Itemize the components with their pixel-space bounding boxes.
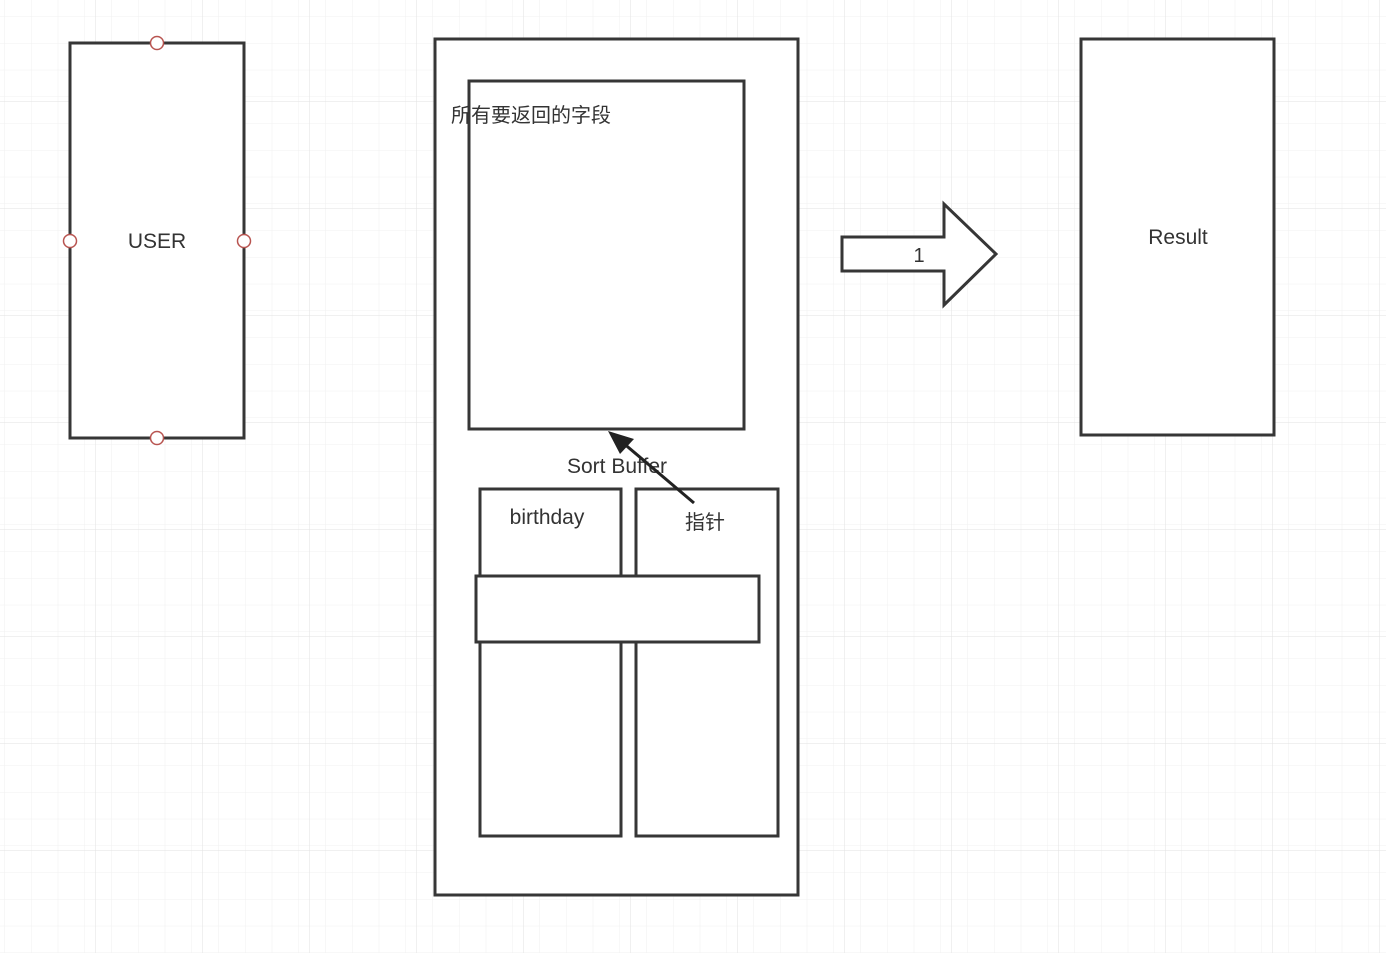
user-label: USER (128, 230, 186, 253)
pointer-label: 指针 (685, 511, 725, 534)
fields-label: 所有要返回的字段 (451, 104, 611, 127)
pointer-column[interactable]: 指针 (634, 487, 780, 838)
flow-arrow-label: 1 (913, 245, 924, 267)
fields-box[interactable]: 所有要返回的字段 (451, 79, 746, 431)
connection-handles[interactable] (62, 35, 252, 446)
birthday-label: birthday (510, 506, 585, 529)
result-label: Result (1148, 226, 1208, 249)
handle-right[interactable] (236, 233, 252, 249)
handle-top[interactable] (149, 35, 165, 51)
pointer-arrow-connector[interactable] (608, 431, 695, 505)
handle-left[interactable] (62, 233, 78, 249)
birthday-column[interactable]: birthday (478, 487, 623, 838)
arrowhead-icon (608, 431, 634, 454)
flow-arrow[interactable]: 1 (840, 200, 999, 309)
result-shape[interactable]: Result (1079, 37, 1276, 437)
user-shape[interactable]: USER (62, 35, 252, 446)
row-box[interactable] (474, 574, 761, 644)
handle-bottom[interactable] (149, 430, 165, 446)
